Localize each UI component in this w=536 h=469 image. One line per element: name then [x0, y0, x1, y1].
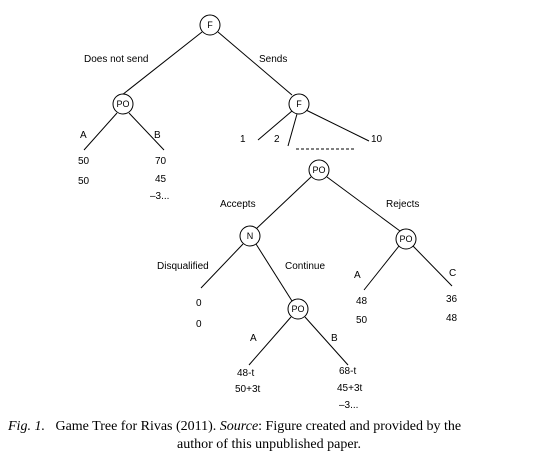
label-left-b: B [154, 130, 161, 141]
label-continue: Continue [285, 261, 325, 272]
edge-po-mid-rejects [326, 176, 401, 232]
payoff-cont-a-1: 48-t [237, 368, 254, 379]
label-disqualified: Disqualified [157, 261, 209, 272]
edge-f-choice-1 [257, 110, 293, 141]
caption-text-after-source: : Figure created and provided by the [258, 419, 462, 434]
label-cont-a: A [250, 333, 257, 344]
payoff-reject-a-1: 48 [356, 296, 368, 307]
edge-n-disqualified [200, 243, 244, 289]
node-po-left: PO [112, 93, 134, 115]
payoff-reject-c-1: 36 [446, 294, 458, 305]
edge-po-continue-b [304, 316, 349, 366]
label-accepts: Accepts [220, 199, 256, 210]
node-po-left-label: PO [116, 99, 129, 109]
edge-po-rejects-c [412, 245, 453, 287]
payoff-left-b-2: 45 [155, 174, 167, 185]
label-cont-b: B [331, 333, 338, 344]
node-root-f: F [199, 14, 221, 36]
payoff-disqualified-1: 0 [196, 298, 202, 309]
payoff-reject-a-2: 50 [356, 315, 368, 326]
label-rejects: Rejects [386, 199, 419, 210]
caption-text-before-source: Game Tree for Rivas (2011). [55, 419, 217, 434]
edge-root-to-po-left [121, 31, 203, 96]
payoff-left-a-2: 50 [78, 176, 90, 187]
node-po-continue-label: PO [291, 304, 304, 314]
label-left-a: A [80, 130, 87, 141]
payoff-left-b-3: –3... [150, 191, 169, 202]
edge-po-rejects-a [363, 245, 400, 291]
edge-po-left-b [128, 112, 165, 151]
edge-root-to-f-right [217, 31, 293, 96]
edge-f-choice-10 [305, 109, 370, 142]
node-po-continue: PO [287, 298, 309, 320]
edge-po-left-a [83, 112, 118, 151]
payoff-left-a-1: 50 [78, 156, 90, 167]
label-choice-10: 10 [371, 134, 383, 145]
payoff-disqualified-2: 0 [196, 319, 202, 330]
figure-caption: Fig. 1. Game Tree for Rivas (2011). Sour… [8, 418, 530, 454]
edge-po-continue-a [248, 316, 292, 366]
label-choice-2: 2 [274, 134, 280, 145]
label-does-not-send: Does not send [84, 54, 149, 65]
caption-fig-label: Fig. 1. [8, 419, 45, 434]
node-po-mid: PO [308, 159, 330, 181]
label-reject-a: A [354, 270, 361, 281]
node-n-label: N [247, 231, 254, 241]
node-root-label: F [207, 20, 213, 30]
node-f-right: F [288, 93, 310, 115]
node-po-rejects: PO [395, 228, 417, 250]
label-sends: Sends [259, 54, 287, 65]
edge-f-choice-2 [287, 113, 298, 147]
payoff-cont-b-1: 68-t [339, 366, 356, 377]
caption-line-2: author of this unpublished paper. [177, 437, 361, 452]
node-n: N [239, 225, 261, 247]
payoff-cont-b-3: –3... [339, 400, 358, 411]
caption-line-1: Fig. 1. Game Tree for Rivas (2011). Sour… [8, 418, 530, 436]
caption-source-label: Source [219, 419, 259, 434]
edge-po-mid-accepts [255, 176, 312, 230]
label-choice-1: 1 [240, 134, 246, 145]
node-po-mid-label: PO [312, 165, 325, 175]
node-po-rejects-label: PO [399, 234, 412, 244]
payoff-reject-c-2: 48 [446, 313, 458, 324]
payoff-cont-a-2: 50+3t [235, 384, 261, 395]
payoff-left-b-1: 70 [155, 156, 167, 167]
label-reject-c: C [449, 268, 456, 279]
edge-n-continue [255, 243, 293, 302]
payoff-cont-b-2: 45+3t [337, 383, 363, 394]
node-f-right-label: F [296, 99, 302, 109]
